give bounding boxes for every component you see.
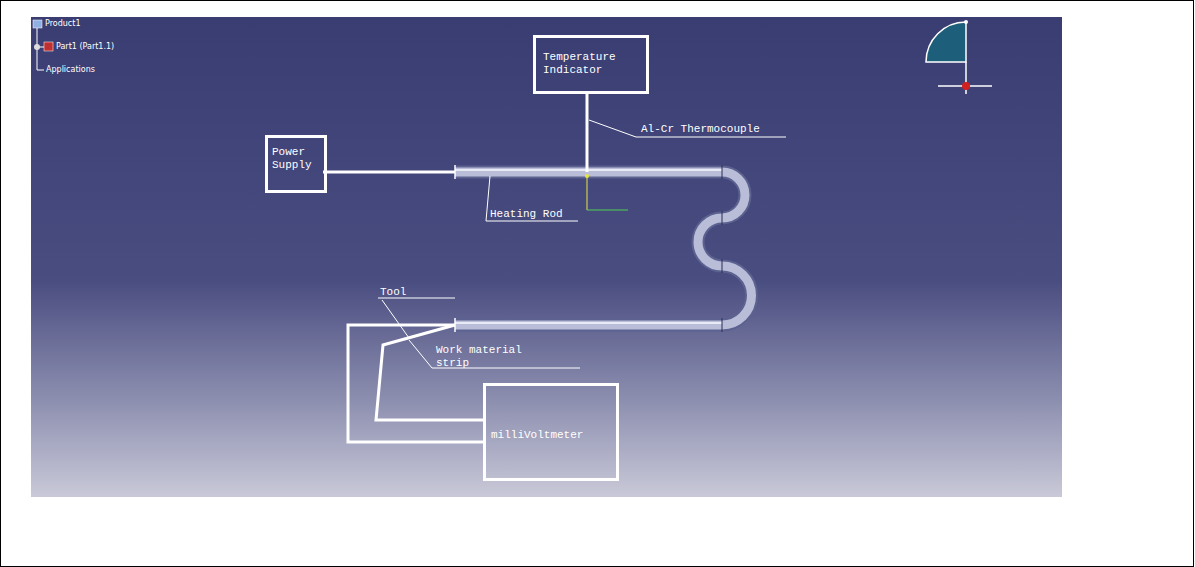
box-label: Power Supply: [272, 146, 320, 172]
heating-rod: [455, 165, 752, 332]
tree-item: Part1 (Part1.1): [56, 42, 114, 52]
box-label: Temperature Indicator: [543, 51, 639, 77]
part-label: Work material strip: [436, 344, 556, 370]
wires: [323, 94, 587, 442]
axis-marker: [585, 174, 628, 210]
strip-wire: [376, 325, 483, 420]
part-label: Al-Cr Thermocouple: [641, 123, 760, 136]
leader-lines: [378, 120, 786, 368]
viewport-background: [31, 17, 1062, 497]
part-label: Tool: [380, 286, 406, 299]
tree-item: Applications: [46, 65, 95, 75]
thermocouple-wire: [586, 94, 589, 172]
box-label: milliVoltmeter: [491, 429, 611, 442]
tool-wire: [348, 325, 483, 442]
power-wire: [323, 171, 455, 174]
instrument-box: milliVoltmeter: [483, 383, 619, 481]
instrument-box: Power Supply: [265, 135, 327, 193]
tree-item: Product1: [45, 19, 80, 29]
instrument-box: Temperature Indicator: [533, 35, 649, 94]
part-label: Heating Rod: [490, 208, 563, 221]
compass: [926, 20, 992, 94]
